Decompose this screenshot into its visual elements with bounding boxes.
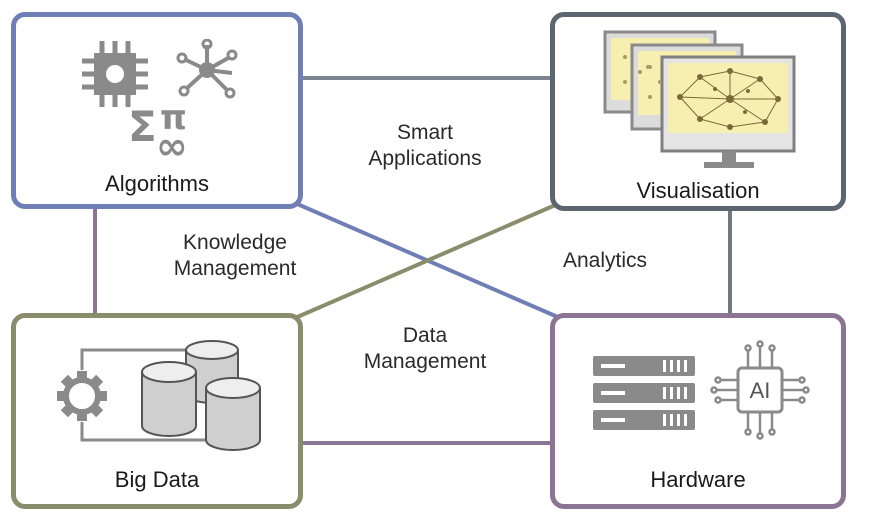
big-data-label: Big Data <box>114 467 200 492</box>
hardware-node: AI Hardware <box>550 313 846 509</box>
network-node-icon <box>176 39 238 99</box>
smart-applications-line-1: Smart <box>396 121 453 144</box>
analytics-line-1: Analytics <box>562 249 648 272</box>
big-data-node: Big Data <box>11 313 303 509</box>
visualisation-node: Visualisation <box>550 12 846 211</box>
server-rack-icon <box>593 356 695 430</box>
monitors-icon <box>603 30 796 168</box>
analytics-label: Analytics <box>520 248 690 274</box>
database-gear-icon <box>57 340 261 451</box>
chip-icon <box>82 41 148 107</box>
hardware-label: Hardware <box>650 467 746 492</box>
svg-text:Σ: Σ <box>128 102 157 151</box>
visualisation-label: Visualisation <box>636 178 760 203</box>
data-management-label: Data Management <box>330 323 520 375</box>
knowledge-management-line-1: Knowledge <box>183 231 287 254</box>
data-management-line-1: Data <box>402 324 448 347</box>
smart-applications-line-2: Applications <box>368 147 482 170</box>
ai-chip-text: AI <box>750 378 771 403</box>
knowledge-management-label: Knowledge Management <box>140 230 330 282</box>
algorithms-label: Algorithms <box>105 171 209 196</box>
svg-text:∞: ∞ <box>156 124 188 161</box>
data-management-line-2: Management <box>363 350 487 373</box>
smart-applications-label: Smart Applications <box>330 120 520 172</box>
ai-chip-icon: AI <box>710 340 810 440</box>
math-symbols-icon: Σ π ∞ <box>128 99 188 161</box>
knowledge-management-line-2: Management <box>173 257 297 280</box>
edge-bigdata-visualisation <box>294 201 561 320</box>
algorithms-node: Σ π ∞ Algorithms <box>11 12 303 209</box>
svg-text:π: π <box>160 99 187 138</box>
